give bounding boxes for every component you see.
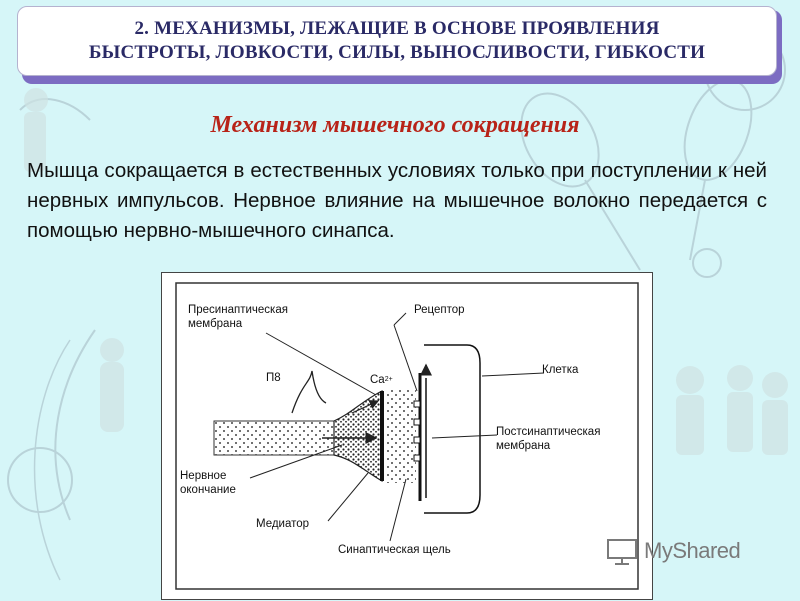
watermark: MyShared	[606, 536, 741, 566]
label-synaptic-cleft: Синаптическая щель	[338, 544, 451, 556]
body-paragraph: Мышца сокращается в естественных условия…	[27, 159, 767, 242]
watermark-text: MyShared	[644, 538, 741, 563]
title-banner: 2. МЕХАНИЗМЫ, ЛЕЖАЩИЕ В ОСНОВЕ ПРОЯВЛЕНИ…	[17, 6, 777, 76]
label-presynaptic-line1: Пресинаптическая	[188, 304, 288, 316]
label-receptor: Рецептор	[414, 304, 465, 316]
label-ca-charge: 2+	[384, 376, 393, 383]
title-line-1: 2. МЕХАНИЗМЫ, ЛЕЖАЩИЕ В ОСНОВЕ ПРОЯВЛЕНИ…	[134, 18, 660, 39]
label-postsynaptic-line1: Постсинаптическая	[496, 426, 601, 438]
label-ca-symbol: Ca	[370, 374, 385, 386]
label-pd: П8	[266, 372, 281, 384]
label-postsynaptic-membrane: Постсинаптическая мембрана	[496, 425, 600, 453]
label-nerve-line2: окончание	[180, 484, 236, 496]
section-heading: Механизм мышечного сокращения	[210, 112, 580, 138]
label-presynaptic-line2: мембрана	[188, 318, 243, 330]
title-line-2: БЫСТРОТЫ, ЛОВКОСТИ, СИЛЫ, ВЫНОСЛИВОСТИ, …	[88, 42, 706, 63]
label-cell: Клетка	[542, 364, 579, 376]
presentation-icon	[607, 539, 637, 565]
label-nerve-ending: Нервное окончание	[180, 469, 236, 497]
label-presynaptic-membrane: Пресинаптическая мембрана	[188, 303, 288, 331]
label-mediator: Медиатор	[256, 518, 310, 530]
label-nerve-line1: Нервное	[180, 470, 227, 482]
synapse-diagram: Пресинаптическая мембрана Рецептор П8 Ca…	[161, 272, 653, 600]
synapse-drawing	[175, 282, 639, 590]
label-postsynaptic-line2: мембрана	[496, 440, 551, 452]
label-ca: Ca2+	[370, 373, 393, 387]
